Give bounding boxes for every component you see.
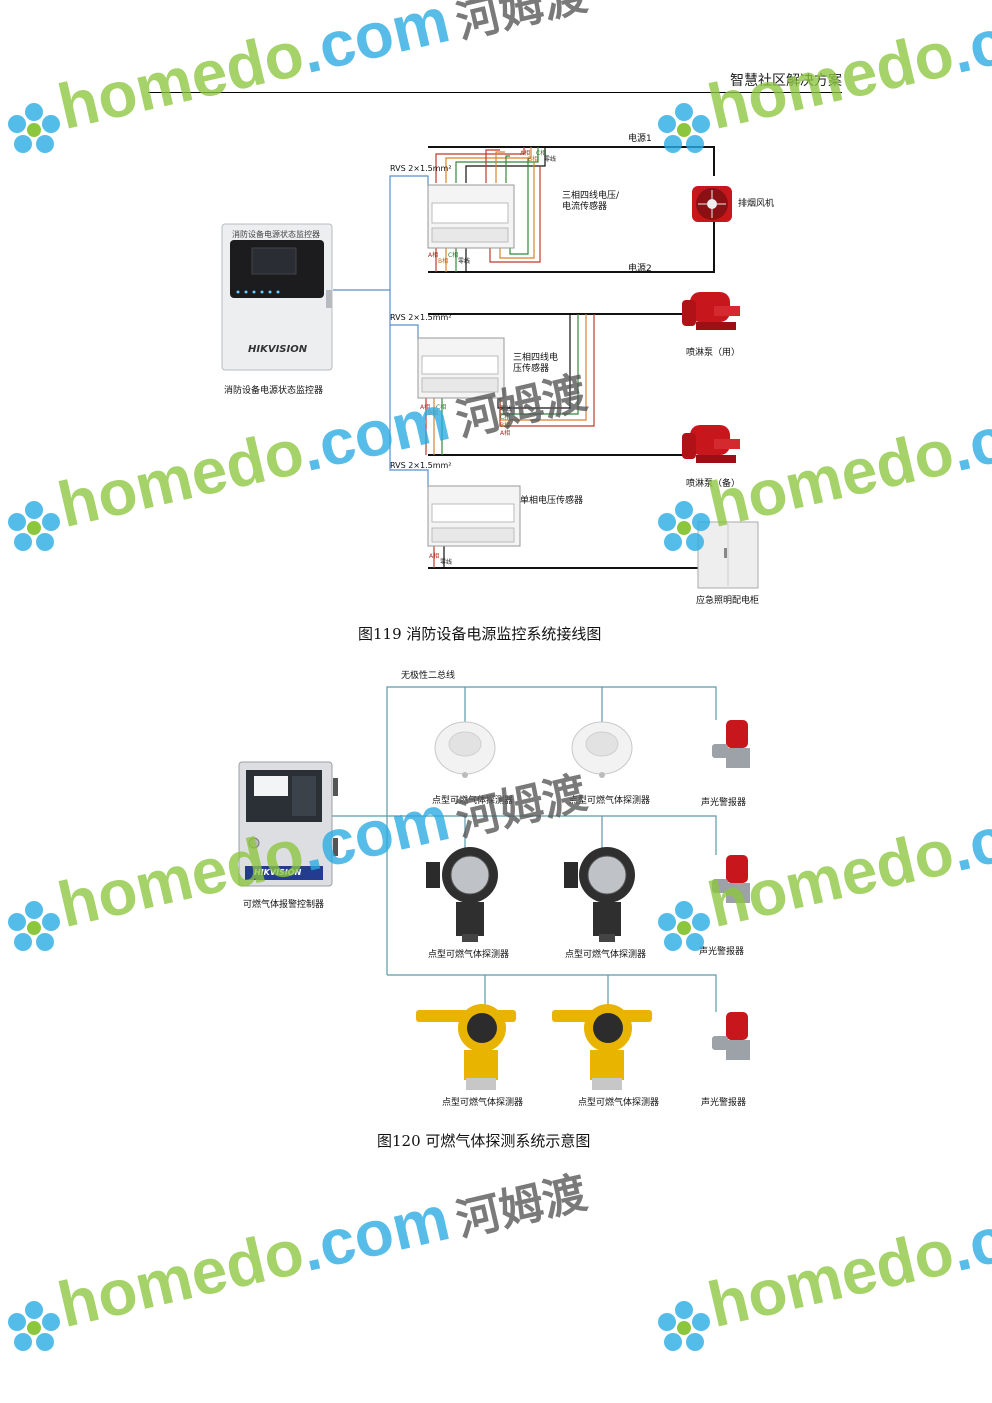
sound-light-alarm-1-icon xyxy=(712,720,750,768)
controller-label: 消防设备电源状态监控器 xyxy=(224,386,324,396)
pump-main-label: 喷淋泵（用） xyxy=(686,348,741,358)
figure-120-caption: 图120 可燃气体探测系统示意图 xyxy=(377,1132,591,1150)
black-gas-detector-1-icon xyxy=(426,847,498,942)
watermark-flower-icon-6 xyxy=(658,901,710,951)
phase-s2-n: 零线 xyxy=(500,406,513,413)
row1-detector-1-label: 点型可燃气体探测器 xyxy=(432,796,514,806)
phase-s2-b2: B相 xyxy=(500,422,511,429)
sensor2-wires xyxy=(425,314,595,455)
phase-s2-a2: A相 xyxy=(500,430,511,437)
controller-brand: HIKVISION xyxy=(248,344,308,355)
row3-detector-1-label: 点型可燃气体探测器 xyxy=(442,1098,524,1108)
watermark-flower-icon-3 xyxy=(8,501,60,551)
white-gas-detector-2-icon xyxy=(571,721,633,778)
watermark-flower-icon-2 xyxy=(658,103,710,153)
watermark-flower-icon-4 xyxy=(658,501,710,551)
phase-top-a: A相 xyxy=(520,150,531,157)
smoke-exhaust-fan-icon xyxy=(692,186,732,222)
watermark-flower-icon-8 xyxy=(658,1301,710,1351)
power-2-label: 电源2 xyxy=(628,264,652,274)
row3-alarm-label: 声光警报器 xyxy=(701,1098,747,1108)
yellow-gas-detector-1-icon xyxy=(416,1004,516,1090)
white-gas-detector-1-icon xyxy=(434,721,496,778)
sensor-3-label: 单相电压传感器 xyxy=(520,496,584,506)
power-1-label: 电源1 xyxy=(628,134,652,144)
row2-alarm-label: 声光警报器 xyxy=(699,947,745,957)
sensor3-wires xyxy=(433,545,445,568)
pump-backup-label: 喷淋泵（备） xyxy=(686,479,741,489)
sprinkler-pump-backup-icon xyxy=(682,425,740,463)
gas-controller-label: 可燃气体报警控制器 xyxy=(243,900,325,910)
sensor-2-label: 三相四线电 压传感器 xyxy=(513,353,559,374)
phase-bottom-c: C相 xyxy=(448,252,459,259)
sensor-1-label: 三相四线电压/ 电流传感器 xyxy=(562,191,620,212)
phase-top-b: B相 xyxy=(528,156,539,163)
controller-screen-title: 消防设备电源状态监控器 xyxy=(232,230,320,239)
watermark-flower-icon-5 xyxy=(8,901,60,951)
sprinkler-pump-main-icon xyxy=(682,292,740,330)
figure-119-caption: 图119 消防设备电源监控系统接线图 xyxy=(358,625,602,643)
phase-bottom-a: A相 xyxy=(428,252,439,259)
phase-bottom-b: B相 xyxy=(438,258,449,265)
bus-label: 无极性二总线 xyxy=(401,671,456,681)
sound-light-alarm-2-icon xyxy=(712,855,750,903)
rvs-bus xyxy=(333,175,429,488)
emergency-lighting-cabinet-icon xyxy=(697,521,759,589)
phase-top-n: 零线 xyxy=(544,156,557,163)
page-header-title: 智慧社区解决方案 xyxy=(730,73,842,89)
row1-detector-2-label: 点型可燃气体探测器 xyxy=(569,796,651,806)
sensor1-wires-top xyxy=(435,147,546,183)
phase-s2-c2: C相 xyxy=(500,414,511,421)
phase-s2-a: A相 xyxy=(420,404,431,411)
watermark-flower-icon-7 xyxy=(8,1301,60,1351)
yellow-gas-detector-2-icon xyxy=(552,1004,652,1090)
power-monitor-controller xyxy=(221,223,333,371)
gas-alarm-controller xyxy=(238,761,338,887)
row2-detector-2-label: 点型可燃气体探测器 xyxy=(565,950,647,960)
header-divider xyxy=(148,92,842,93)
sensor2-module xyxy=(417,337,505,399)
cable-spec-3: RVS 2×1.5mm² xyxy=(390,461,452,470)
phase-s3-a: A相 xyxy=(429,553,440,560)
row1-alarm-label: 声光警报器 xyxy=(701,798,747,808)
sensor1-wires-bottom xyxy=(435,158,541,272)
fan-label: 排烟风机 xyxy=(738,199,775,209)
row2-detector-1-label: 点型可燃气体探测器 xyxy=(428,950,510,960)
watermark-flower-icon-1 xyxy=(8,103,60,153)
cable-spec-2: RVS 2×1.5mm² xyxy=(390,313,452,322)
gas-controller-brand: HIKVISION xyxy=(254,868,302,877)
phase-s2-b: B相 xyxy=(428,410,439,417)
sensor3-module xyxy=(427,485,521,547)
cabinet-label: 应急照明配电柜 xyxy=(696,596,760,606)
black-gas-detector-2-icon xyxy=(564,847,635,942)
phase-s3-n: 零线 xyxy=(440,559,453,566)
cable-spec-1: RVS 2×1.5mm² xyxy=(390,164,452,173)
phase-bottom-n: 零线 xyxy=(458,258,471,265)
two-wire-bus xyxy=(332,686,717,1012)
sensor1-module xyxy=(427,184,515,249)
phase-s2-c: C相 xyxy=(436,404,447,411)
phase-top-c: C相 xyxy=(536,150,547,157)
row3-detector-2-label: 点型可燃气体探测器 xyxy=(578,1098,660,1108)
sound-light-alarm-3-icon xyxy=(712,1012,750,1060)
